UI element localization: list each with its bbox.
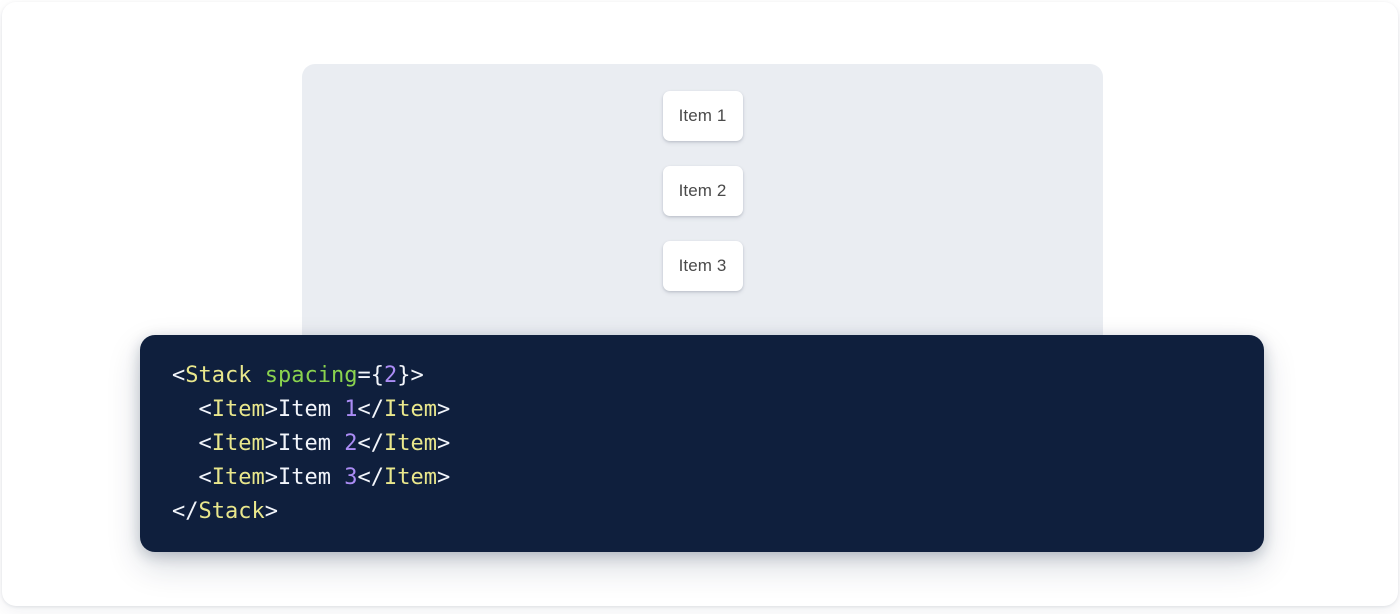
code-token-tag: Item: [211, 465, 265, 490]
code-token-punct: }>: [397, 363, 424, 388]
code-token-tag: Stack: [198, 499, 265, 524]
code-token-punct: >: [264, 499, 278, 524]
code-token-punct: <: [198, 431, 212, 456]
code-token-tag: Item: [211, 431, 265, 456]
code-token-punct: >: [436, 465, 451, 490]
code-token-punct: >: [436, 431, 451, 456]
code-render: <Stack spacing={2}> <Item>Item 1</Item> …: [172, 363, 450, 524]
code-token-text: Item: [277, 431, 345, 456]
code-token-num: 2: [383, 363, 398, 388]
code-snippet-panel[interactable]: <Stack spacing={2}> <Item>Item 1</Item> …: [140, 335, 1264, 552]
code-token-num: 2: [344, 431, 358, 456]
code-token-tag: Item: [383, 397, 437, 422]
code-token-text: Item: [277, 465, 345, 490]
code-token-punct: </: [357, 465, 384, 490]
component-preview-panel: Item 1 Item 2 Item 3: [302, 64, 1103, 364]
code-token-punct: </: [172, 499, 199, 524]
code-token-punct: </: [357, 431, 384, 456]
code-source: <Stack spacing={2}> <Item>Item 1</Item> …: [172, 359, 1264, 529]
code-token-punct: <: [172, 363, 186, 388]
code-token-punct: <: [198, 397, 212, 422]
list-item[interactable]: Item 2: [662, 166, 743, 216]
code-token-tag: Stack: [185, 363, 252, 388]
code-token-punct: >: [264, 397, 278, 422]
list-item[interactable]: Item 1: [662, 91, 743, 141]
code-token-punct: <: [198, 465, 212, 490]
code-token-attr: spacing: [264, 363, 358, 388]
code-token-punct: >: [264, 465, 278, 490]
code-token-punct: >: [264, 431, 278, 456]
code-token-tag: Item: [211, 397, 265, 422]
code-token-text: Item: [277, 397, 345, 422]
code-token-tag: Item: [383, 431, 437, 456]
code-token-num: 3: [344, 465, 358, 490]
list-item[interactable]: Item 3: [662, 241, 743, 291]
code-token-punct: </: [357, 397, 384, 422]
code-token-punct: >: [436, 397, 451, 422]
stack-container: Item 1 Item 2 Item 3: [302, 91, 1103, 291]
code-token-punct: [251, 363, 264, 388]
code-token-punct: ={: [357, 363, 384, 388]
code-token-tag: Item: [383, 465, 437, 490]
code-token-num: 1: [344, 397, 358, 422]
